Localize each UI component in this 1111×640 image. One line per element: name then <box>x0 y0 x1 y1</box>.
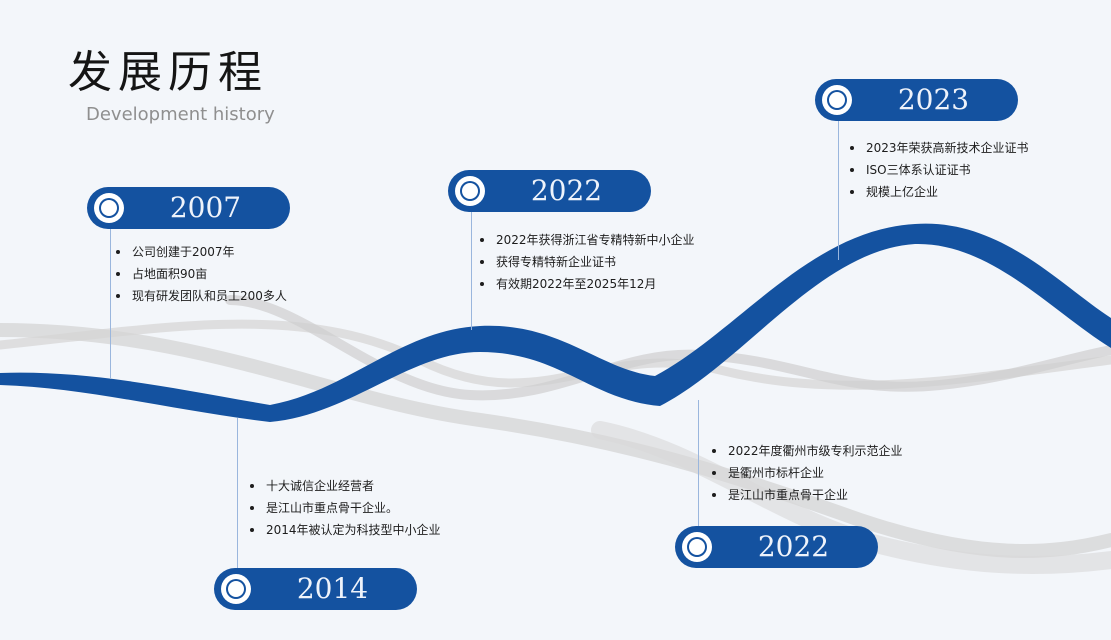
year-label: 2023 <box>897 83 970 116</box>
year-pill: 2022 <box>675 526 878 568</box>
milestone-stem <box>237 418 238 570</box>
year-pill: 2022 <box>448 170 651 212</box>
milestone-list: 2022年度衢州市级专利示范企业 是衢州市标杆企业 是江山市重点骨干企业 <box>712 440 903 506</box>
page-subtitle: Development history <box>86 104 275 125</box>
page-title: 发展历程 <box>68 47 268 98</box>
milestone-stem <box>838 120 839 260</box>
list-item: 占地面积90亩 <box>116 263 287 285</box>
milestone-list: 2023年荣获高新技术企业证书 ISO三体系认证证书 规模上亿企业 <box>850 137 1029 203</box>
list-item: 2014年被认定为科技型中小企业 <box>250 519 441 541</box>
milestone-list: 公司创建于2007年 占地面积90亩 现有研发团队和员工200多人 <box>116 241 287 307</box>
list-item: ISO三体系认证证书 <box>850 159 1029 181</box>
milestone-stem <box>110 228 111 378</box>
circle-marker-icon <box>822 85 852 115</box>
list-item: 是江山市重点骨干企业。 <box>250 497 441 519</box>
milestone-list: 十大诚信企业经营者 是江山市重点骨干企业。 2014年被认定为科技型中小企业 <box>250 475 441 541</box>
circle-marker-icon <box>682 532 712 562</box>
blue-ribbon <box>0 223 1111 422</box>
list-item: 2022年获得浙江省专精特新中小企业 <box>480 229 695 251</box>
milestone-stem <box>698 400 699 528</box>
list-item: 获得专精特新企业证书 <box>480 251 695 273</box>
circle-marker-icon <box>94 193 124 223</box>
milestone-list: 2022年获得浙江省专精特新中小企业 获得专精特新企业证书 有效期2022年至2… <box>480 229 695 295</box>
list-item: 是江山市重点骨干企业 <box>712 484 903 506</box>
list-item: 有效期2022年至2025年12月 <box>480 273 695 295</box>
gray-ribbon-4 <box>591 421 1111 574</box>
year-pill: 2014 <box>214 568 417 610</box>
list-item: 是衢州市标杆企业 <box>712 462 903 484</box>
circle-marker-icon <box>455 176 485 206</box>
list-item: 公司创建于2007年 <box>116 241 287 263</box>
gray-ribbon-2 <box>0 323 1111 558</box>
year-label: 2014 <box>296 572 369 605</box>
list-item: 现有研发团队和员工200多人 <box>116 285 287 307</box>
milestone-stem <box>471 210 472 330</box>
year-pill: 2023 <box>815 79 1018 121</box>
list-item: 规模上亿企业 <box>850 181 1029 203</box>
list-item: 十大诚信企业经营者 <box>250 475 441 497</box>
year-label: 2022 <box>757 530 830 563</box>
year-pill: 2007 <box>87 187 290 229</box>
circle-marker-icon <box>221 574 251 604</box>
year-label: 2007 <box>169 191 242 224</box>
list-item: 2023年荣获高新技术企业证书 <box>850 137 1029 159</box>
list-item: 2022年度衢州市级专利示范企业 <box>712 440 903 462</box>
year-label: 2022 <box>530 174 603 207</box>
